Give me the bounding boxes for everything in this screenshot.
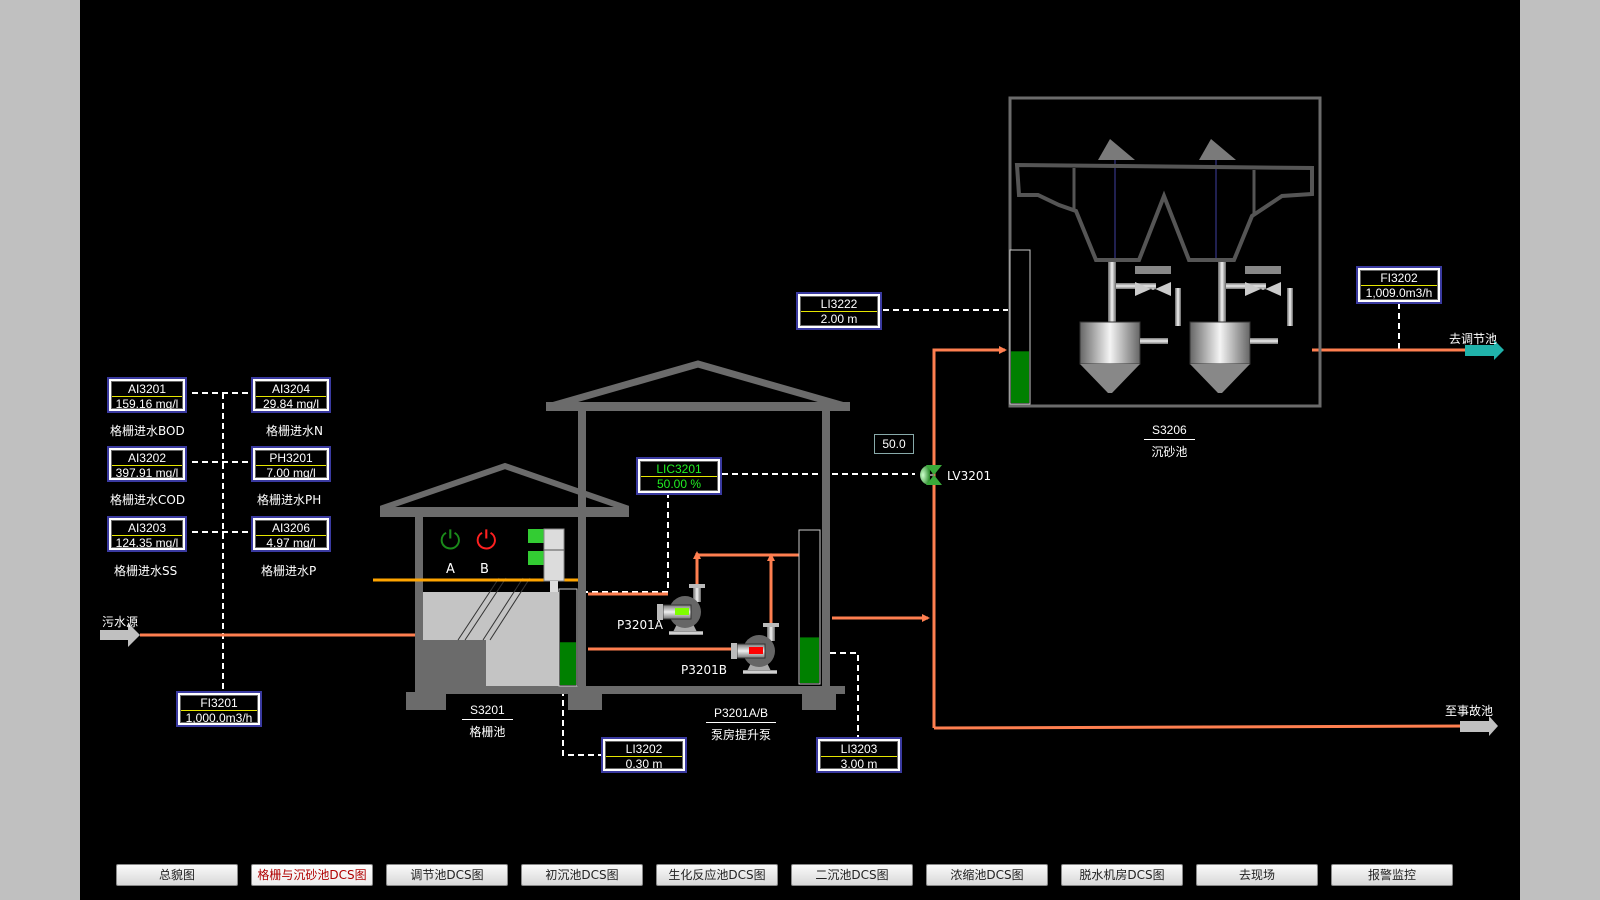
pump-b-icon[interactable] [731, 623, 779, 674]
bottom-navigation: 总貌图 格栅与沉砂池DCS图 调节池DCS图 初沉池DCS图 生化反应池DCS图… [0, 864, 1600, 888]
grit-separator-1-icon[interactable] [1079, 262, 1181, 393]
grit-chamber-level-gauge [1009, 249, 1031, 405]
pump-a-label: P3201A [617, 618, 663, 632]
analyzer-label: 格栅进水COD [110, 493, 186, 507]
to-emergency-label: 至事故池 [1445, 704, 1494, 718]
analyzer-label: 格栅进水BOD [110, 424, 185, 438]
nav-bioreactor-button[interactable]: 生化反应池DCS图 [656, 864, 778, 886]
screen-b-label: B [480, 562, 489, 577]
analyzer-label: 格栅进水P [261, 564, 317, 578]
to-emergency-arrow-icon[interactable] [1460, 716, 1498, 736]
screen-a-label: A [446, 562, 455, 577]
grit-chamber-frame [1008, 96, 1322, 408]
nav-overview-button[interactable]: 总貌图 [116, 864, 238, 886]
pump-b-label: P3201B [681, 663, 728, 677]
pump-house-building [546, 360, 850, 710]
screen-b-power-icon[interactable]: ⏻ [476, 526, 497, 556]
screen-basin-level-gauge [558, 588, 578, 687]
valve-label: LV3201 [947, 469, 992, 483]
screen-a-power-icon[interactable]: ⏻ [440, 526, 461, 556]
analyzer-label: 格栅进水SS [114, 564, 178, 578]
process-pipes [140, 346, 1471, 730]
nav-alarm-button[interactable]: 报警监控 [1331, 864, 1453, 886]
bar-screen-icon [457, 577, 531, 641]
screen-basin-level-fill [560, 642, 576, 685]
source-label: 污水源 [102, 615, 139, 629]
screen-basin-sump [423, 640, 486, 686]
nav-dewatering-button[interactable]: 脱水机房DCS图 [1061, 864, 1183, 886]
source-arrow-icon [100, 623, 140, 647]
screen-machine-icon[interactable] [528, 528, 565, 592]
analyzer-label: 格栅进水N [266, 424, 323, 438]
nav-thickener-button[interactable]: 浓缩池DCS图 [926, 864, 1048, 886]
control-valve-icon[interactable] [920, 465, 942, 485]
screen-basin-building [380, 462, 845, 710]
nav-regulating-button[interactable]: 调节池DCS图 [386, 864, 508, 886]
nav-field-button[interactable]: 去现场 [1196, 864, 1318, 886]
analyzer-label: 格栅进水PH [257, 493, 322, 507]
analyzer-signal-lines [192, 303, 1400, 756]
grit-chamber-level-fill [1011, 351, 1029, 403]
nav-screen-grit-button[interactable]: 格栅与沉砂池DCS图 [251, 864, 373, 886]
valve-opening-value[interactable]: 50.0 [874, 434, 914, 454]
to-regulating-label: 去调节池 [1449, 332, 1498, 346]
pump-house-level-fill [800, 637, 819, 683]
pump-a-icon[interactable] [657, 584, 705, 635]
nav-secondary-clarifier-button[interactable]: 二沉池DCS图 [791, 864, 913, 886]
nav-primary-clarifier-button[interactable]: 初沉池DCS图 [521, 864, 643, 886]
to-regulating-arrow-icon[interactable] [1465, 340, 1504, 360]
grit-separator-2-icon[interactable] [1189, 262, 1293, 393]
pump-house-level-gauge [798, 529, 821, 685]
